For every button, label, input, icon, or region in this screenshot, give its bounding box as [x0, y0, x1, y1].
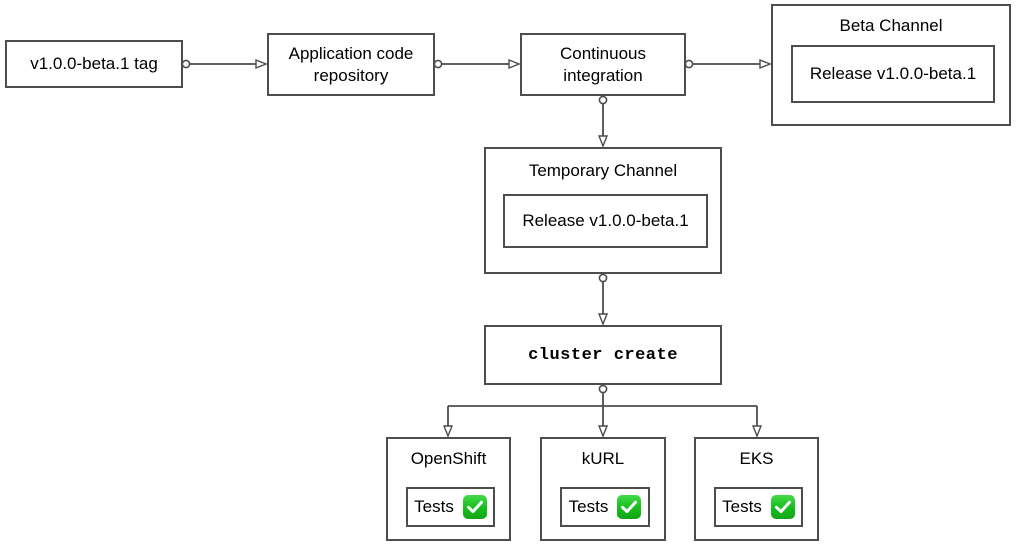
edge-repository-to-ci — [433, 60, 518, 67]
edge-ci-to-beta-channel — [684, 60, 769, 67]
edge-ci-to-temporary-channel — [599, 95, 606, 145]
node-eks[interactable]: EKS Tests — [694, 437, 819, 541]
node-kurl-tests[interactable]: Tests — [560, 487, 650, 527]
node-repository[interactable]: Application code repository — [267, 33, 435, 96]
edge-cluster-create-to-targets — [448, 384, 757, 435]
node-openshift-tests-label: Tests — [414, 497, 454, 516]
node-eks-tests-label: Tests — [722, 497, 762, 516]
node-beta-channel[interactable]: Beta Channel Release v1.0.0-beta.1 — [771, 4, 1011, 126]
node-temporary-channel-release[interactable]: Release v1.0.0-beta.1 — [503, 194, 708, 248]
node-kurl-title: kURL — [581, 449, 625, 468]
node-openshift-tests[interactable]: Tests — [406, 487, 495, 527]
node-temporary-channel[interactable]: Temporary Channel Release v1.0.0-beta.1 — [484, 147, 722, 274]
node-continuous-integration[interactable]: Continuous integration — [520, 33, 686, 96]
node-repository-label: Application code repository — [288, 43, 414, 85]
green-check-icon — [770, 495, 795, 519]
node-beta-channel-title: Beta Channel — [839, 16, 943, 35]
node-kurl-tests-label: Tests — [568, 497, 609, 516]
node-eks-title: EKS — [739, 449, 774, 468]
node-kurl[interactable]: kURL Tests — [540, 437, 666, 541]
node-cluster-create-label: cluster create — [528, 345, 678, 365]
node-tag-label: v1.0.0-beta.1 tag — [30, 54, 158, 74]
node-openshift-title: OpenShift — [410, 449, 487, 468]
node-temporary-channel-release-label: Release v1.0.0-beta.1 — [522, 211, 689, 230]
node-beta-channel-release-label: Release v1.0.0-beta.1 — [809, 64, 977, 83]
node-openshift[interactable]: OpenShift Tests — [386, 437, 511, 541]
node-cluster-create[interactable]: cluster create — [484, 325, 722, 385]
green-check-icon — [617, 495, 642, 519]
node-tag[interactable]: v1.0.0-beta.1 tag — [5, 40, 183, 88]
edge-temporary-channel-to-cluster-create — [599, 273, 606, 323]
node-eks-tests[interactable]: Tests — [714, 487, 803, 527]
node-beta-channel-release[interactable]: Release v1.0.0-beta.1 — [791, 45, 995, 103]
edge-tag-to-repository — [181, 60, 265, 67]
node-temporary-channel-title: Temporary Channel — [528, 161, 678, 180]
green-check-icon — [462, 495, 487, 519]
node-continuous-integration-label: Continuous integration — [559, 43, 646, 85]
